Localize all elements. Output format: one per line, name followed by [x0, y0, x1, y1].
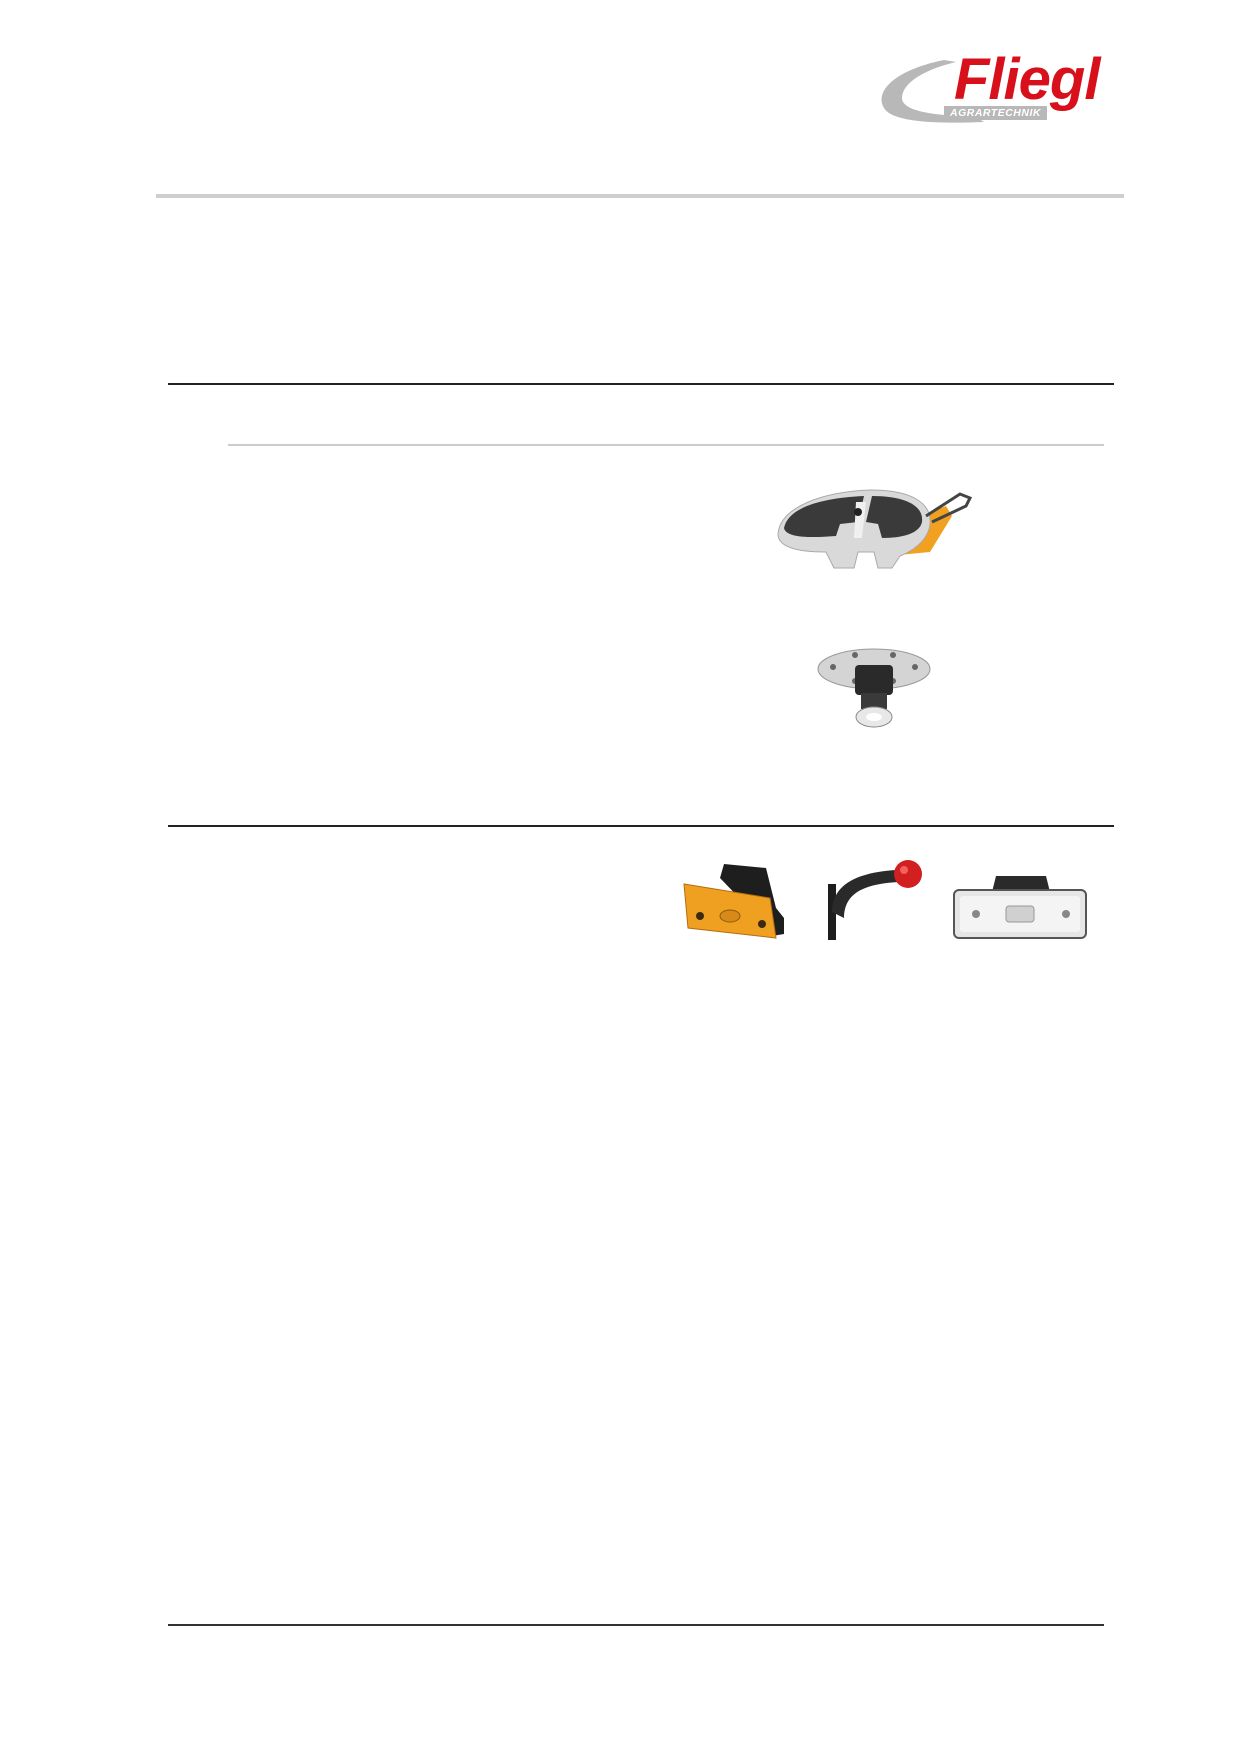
amber-side-marker-lamp-image: [680, 858, 792, 944]
footer-rule: [168, 1624, 1104, 1626]
white-marker-lamp-icon: [953, 876, 1087, 939]
amber-marker-lamp-icon: [683, 864, 784, 939]
section-rule-middle: [168, 825, 1114, 827]
fifth-wheel-icon: [777, 489, 973, 569]
fliegl-logo: Fliegl AGRARTECHNIK: [874, 47, 1136, 130]
king-pin-icon: [817, 648, 931, 728]
subsection-rule: [228, 444, 1104, 446]
logo-tagline: AGRARTECHNIK: [944, 106, 1047, 120]
logo-wordmark: Fliegl: [954, 47, 1100, 112]
section-rule-top: [168, 383, 1114, 385]
header-rule: [156, 194, 1124, 198]
stalk-marker-lamp-image: [822, 852, 924, 944]
fifth-wheel-coupling-image: [770, 472, 980, 576]
white-marker-lamp-image: [950, 872, 1090, 942]
king-pin-image: [815, 645, 933, 737]
stalk-marker-lamp-icon: [828, 860, 922, 940]
logo-swoosh-icon: [881, 60, 984, 123]
